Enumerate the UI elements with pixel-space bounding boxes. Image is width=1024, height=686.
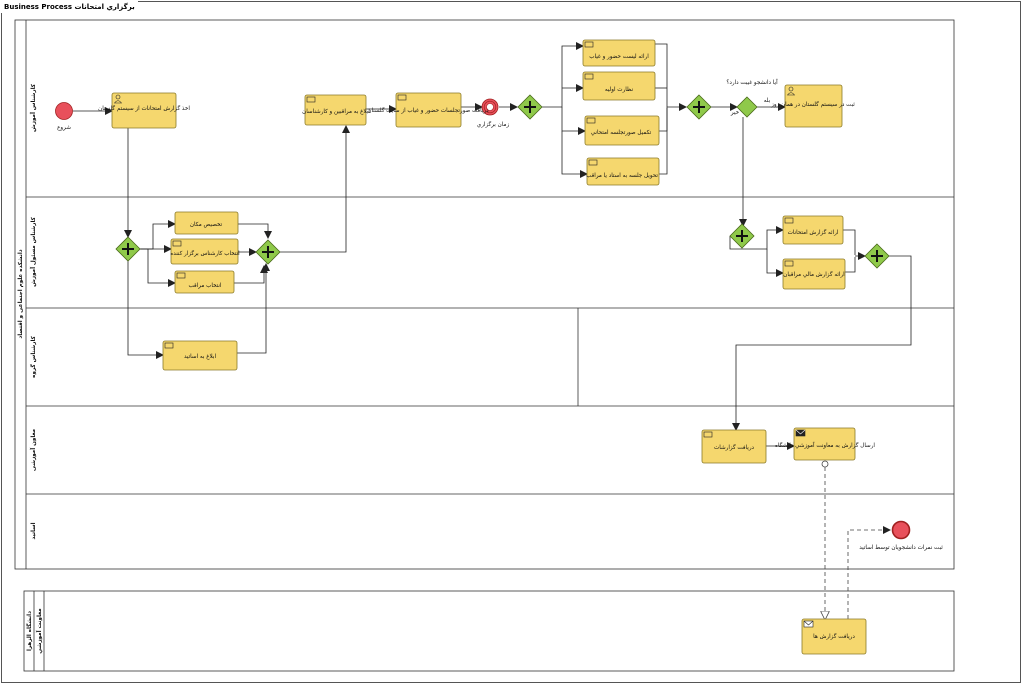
timer-event: زمان برگزاري xyxy=(477,98,510,128)
task-receive-attendance-lists[interactable]: دريافت صورتجلسات حضور و غياب از سايت گلس… xyxy=(367,92,489,128)
external-pool-label: دانشگاه الزهرا xyxy=(25,611,33,651)
task-send-report[interactable]: ارسال گزارش به معاونت آموزشي دانشگاه xyxy=(775,427,875,461)
lane-5-label: اساتيد xyxy=(31,522,37,539)
task-label: دريافت گزارشات xyxy=(714,443,755,451)
start-event-label: شروع xyxy=(57,125,71,131)
task-label: تحويل جلسه به استاد يا مراقب xyxy=(586,173,658,179)
task-label: ارائه گزارش امتحانات xyxy=(788,228,839,236)
task-select-staff[interactable]: انتخاب کارشناس برگزار کننده xyxy=(170,238,240,265)
task-initial-oversight[interactable]: نظارت اوليه xyxy=(582,71,656,101)
task-notify-professors[interactable]: ابلاغ به اساتيد xyxy=(162,340,238,371)
parallel-gateway-4 xyxy=(686,94,712,120)
end-event-label-text: ثبت نمرات دانشجويان توسط اساتيد xyxy=(859,545,943,551)
external-pool xyxy=(23,590,955,672)
task-label: انتخاب مراقب xyxy=(189,283,222,289)
end-event xyxy=(891,520,911,540)
diagram-title: Business Process xyxy=(4,3,73,11)
lane-2-label: کارشناس مسئول آموزش xyxy=(29,216,37,286)
task-notify-supervisors[interactable]: ابلاغ به مراقبين و کارشناسان xyxy=(302,94,370,126)
gateway-yes-label: بله xyxy=(764,98,771,104)
parallel-gateway-2 xyxy=(255,239,281,265)
end-event-label: ثبت نمرات دانشجويان توسط اساتيد xyxy=(859,545,943,551)
task-label: ابلاغ به مراقبين و کارشناسان xyxy=(302,108,370,115)
start-event: شروع xyxy=(55,102,73,131)
task-exam-report[interactable]: ارائه گزارش امتحانات xyxy=(782,215,844,245)
task-label: نظارت اوليه xyxy=(605,87,634,93)
task-select-proctor[interactable]: انتخاب مراقب xyxy=(174,270,235,294)
task-label: تکميل صورتجلسه امتحاني xyxy=(591,129,652,136)
gateway-no-label: خير xyxy=(730,110,740,116)
task-deliver-meeting[interactable]: تحويل جلسه به استاد يا مراقب xyxy=(586,157,660,186)
task-receive-report-external[interactable]: دريافت گزارش ها xyxy=(801,618,867,655)
task-label: ابلاغ به اساتيد xyxy=(184,354,216,360)
main-pool-label: دانشکده علوم اجتماعی و اقتصاد xyxy=(17,249,24,338)
task-label: ارسال گزارش به معاونت آموزشي دانشگاه xyxy=(775,441,875,449)
external-lane-label: معاونت آموزشي xyxy=(35,608,43,654)
gateway-question: آيا دانشجو غيبت دارد؟ xyxy=(726,79,778,86)
parallel-gateway-1 xyxy=(115,236,141,262)
process-name: برگزاري امتحانات xyxy=(74,3,135,11)
exclusive-gateway: آيا دانشجو غيبت دارد؟ بله خير xyxy=(726,79,778,118)
task-report-from-golestan[interactable]: اخذ گزارش امتحانات از سيستم گلستان xyxy=(98,92,190,129)
task-finance-report[interactable]: ارائه گزارش مالي مراقبان xyxy=(782,258,846,290)
diagram-title-tab: Business Process برگزاري امتحانات xyxy=(1,1,138,13)
parallel-gateway-6 xyxy=(864,243,890,269)
task-receive-reports[interactable]: دريافت گزارشات xyxy=(701,429,767,464)
task-label: ارائه گزارش مالي مراقبان xyxy=(783,270,845,278)
task-allocate-room[interactable]: تخصيص مکان xyxy=(174,211,239,235)
parallel-gateway-3 xyxy=(517,94,543,120)
task-label: دريافت گزارش ها xyxy=(813,632,855,640)
task-label: انتخاب کارشناس برگزار کننده xyxy=(170,249,240,257)
timer-event-label: زمان برگزاري xyxy=(477,120,510,128)
task-label: تخصيص مکان xyxy=(190,221,223,228)
task-label: اخذ گزارش امتحانات از سيستم گلستان xyxy=(98,104,190,112)
task-register-absence[interactable]: ثبت در سيستم گلستان در همان روز xyxy=(770,84,855,128)
task-attendance-list[interactable]: ارائه ليست حضور و غياب xyxy=(582,39,656,67)
task-complete-minutes[interactable]: تکميل صورتجلسه امتحاني xyxy=(584,115,660,146)
lane-1-label: کارشناس آموزش xyxy=(29,83,37,132)
task-label: ارائه ليست حضور و غياب xyxy=(589,54,649,60)
parallel-gateway-5 xyxy=(729,223,755,249)
lane-4-label: معاون آموزشی xyxy=(29,428,37,471)
task-label: ثبت در سيستم گلستان در همان روز xyxy=(770,100,855,108)
main-pool xyxy=(14,19,955,570)
task-label: دريافت صورتجلسات حضور و غياب از سايت گلس… xyxy=(367,106,489,114)
lane-3-label: کارشناس گروه xyxy=(29,335,37,377)
